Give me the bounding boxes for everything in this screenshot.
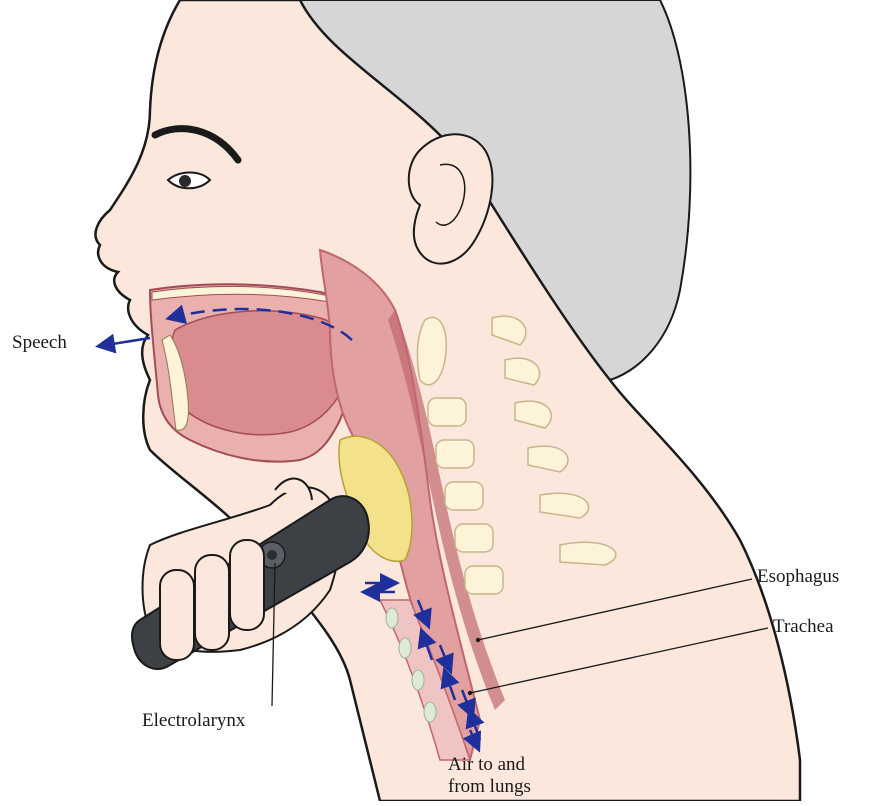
esophagus-label: Esophagus [757, 566, 839, 588]
electrolarynx-label: Electrolarynx [142, 710, 245, 732]
air-to-lungs-label: Air to and from lungs [448, 754, 531, 798]
air-label-line-2: from lungs [448, 776, 531, 798]
trachea-label: Trachea [773, 616, 834, 638]
speech-label: Speech [12, 332, 67, 354]
air-label-line-1: Air to and [448, 754, 531, 776]
